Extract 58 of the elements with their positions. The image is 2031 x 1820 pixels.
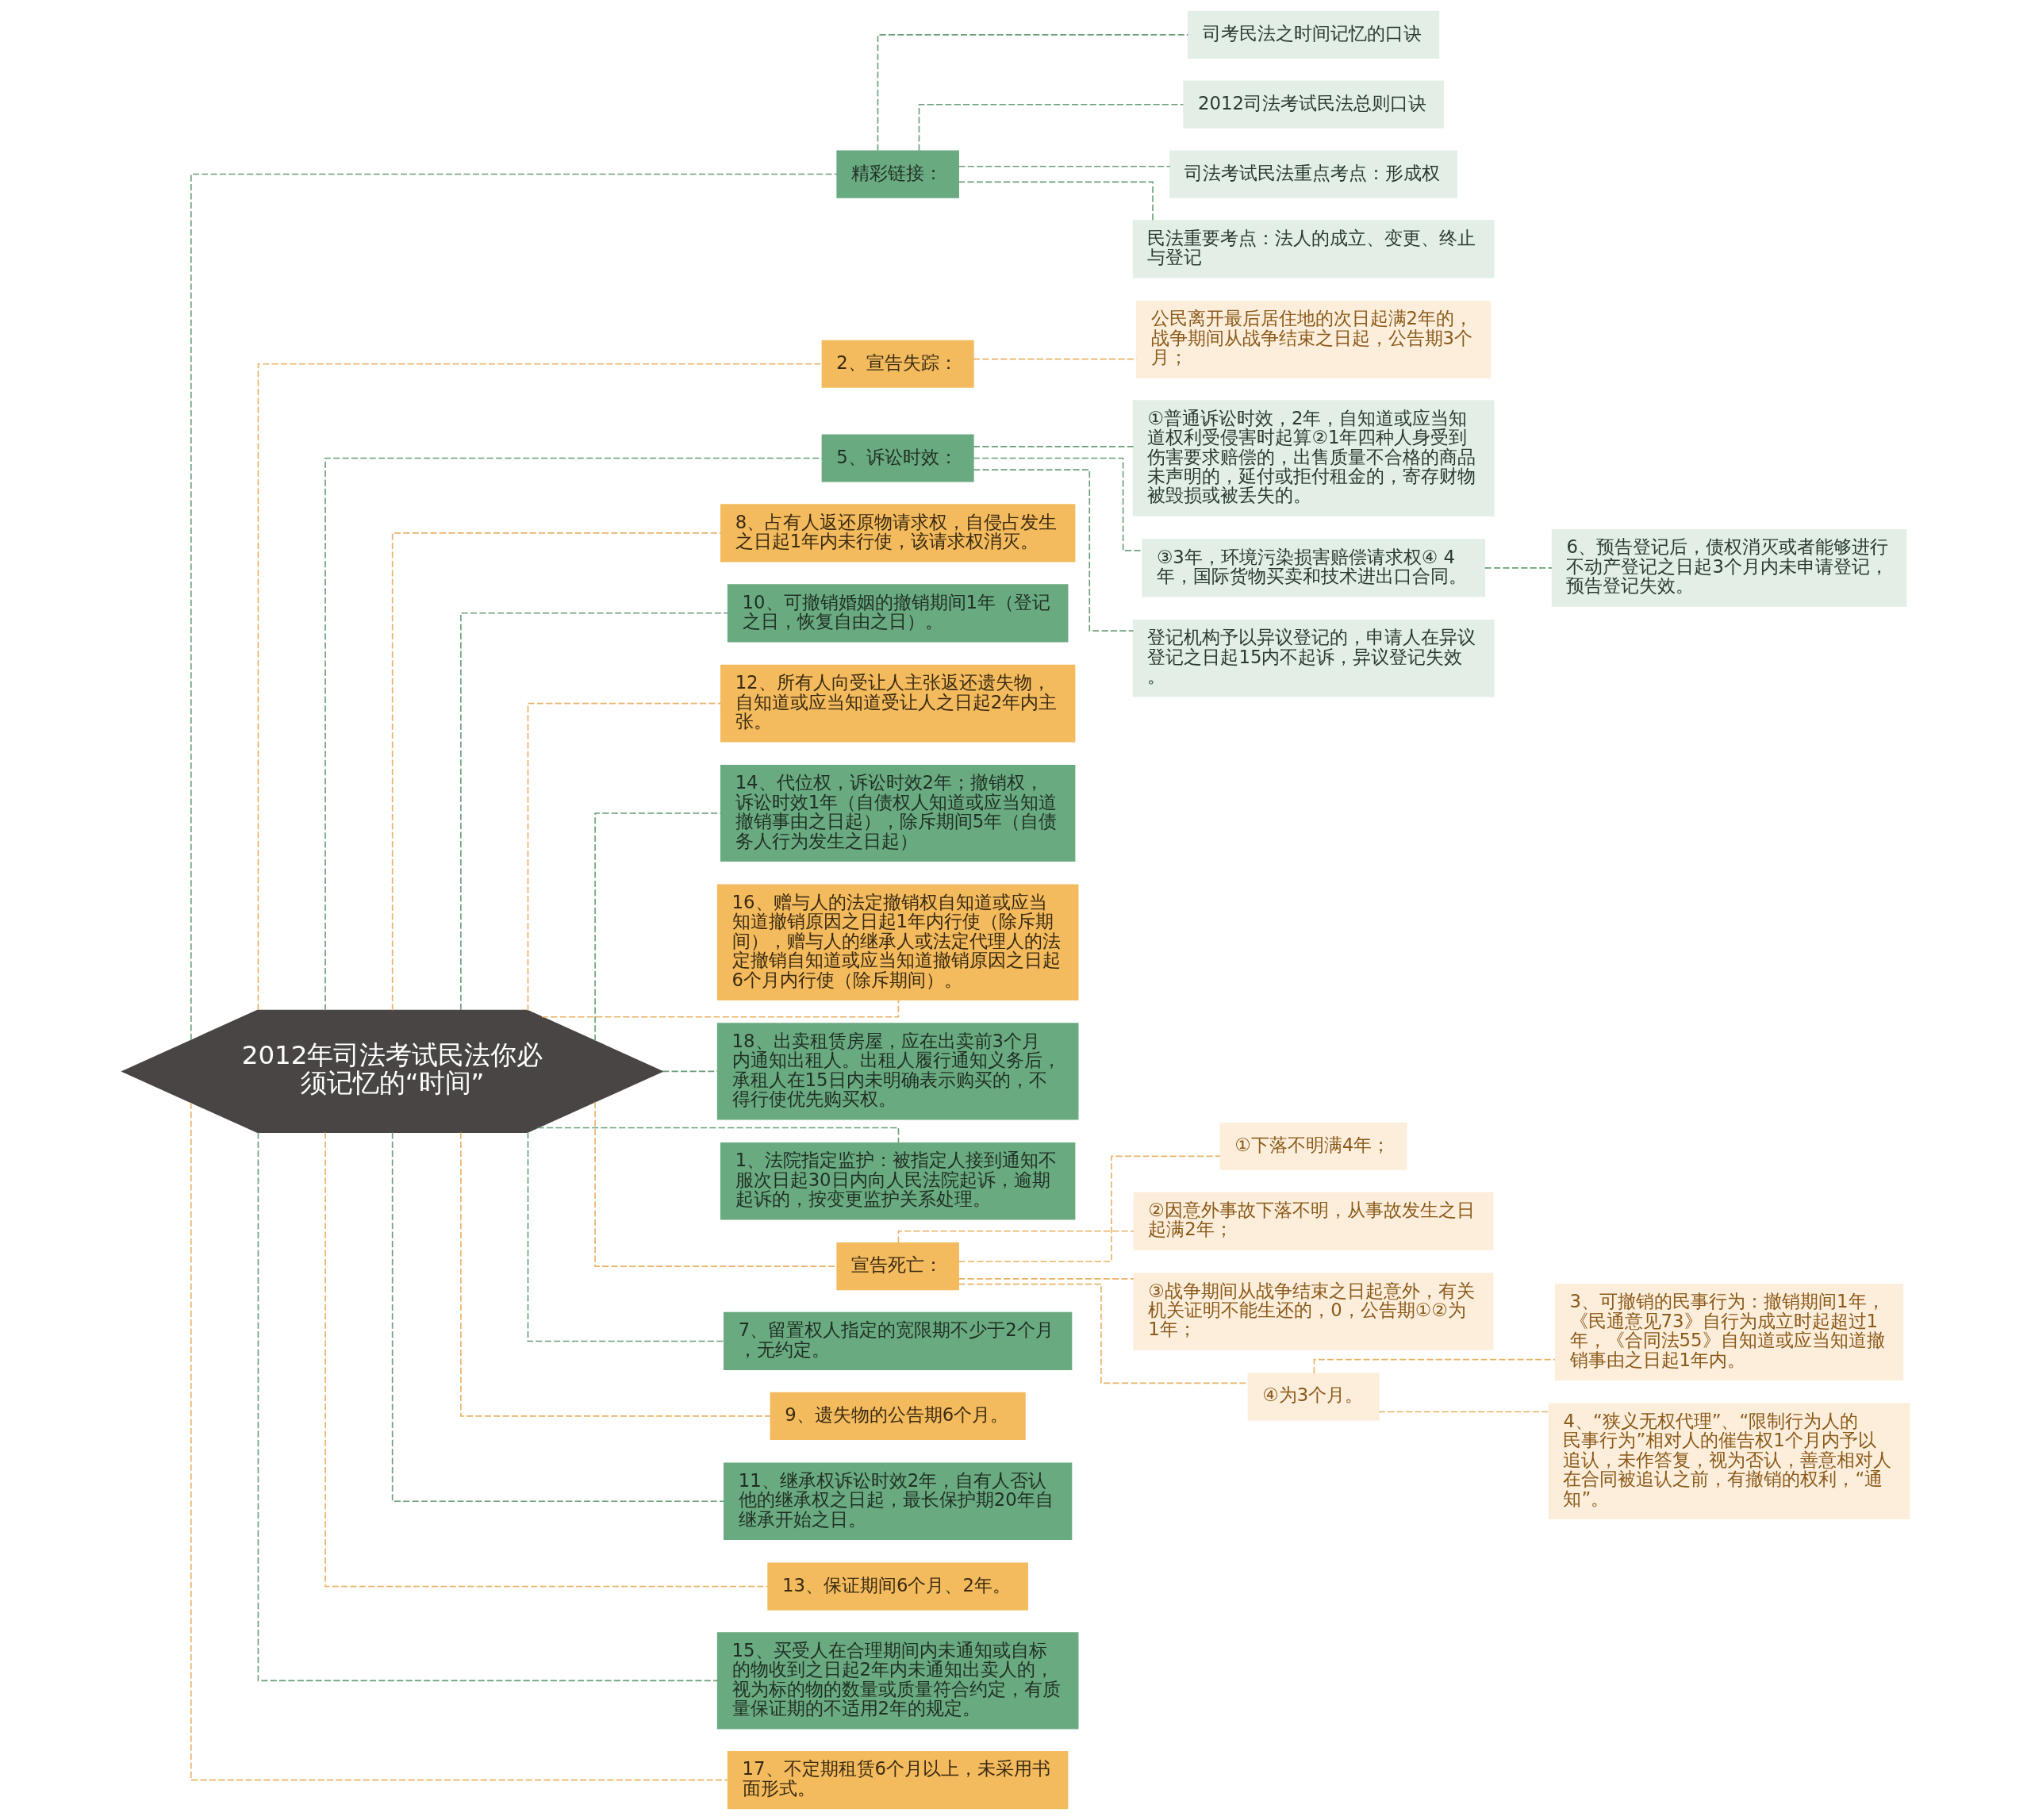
connector — [257, 363, 823, 1011]
node-box: 5、诉讼时效： — [821, 434, 974, 482]
connector — [527, 702, 721, 1012]
connector — [957, 181, 1154, 221]
node-box: 宣告死亡： — [835, 1242, 959, 1291]
node-box: 精彩链接： — [835, 150, 959, 198]
connector — [257, 1131, 718, 1682]
node-box: 登记机构予以异议登记的，申请人在异议登记之日起15内不起诉，异议登记失效。 — [1132, 619, 1494, 697]
connector — [391, 532, 721, 1012]
node-box: 15、买受人在合理期间内未通知或自标的物收到之日起2年内未通知出卖人的，视为标的物的数量或质量符合约定，有质量保证期的不适用2年的规定。 — [716, 1632, 1078, 1730]
connector — [958, 1278, 1135, 1280]
connector — [661, 1070, 718, 1073]
connector — [391, 1131, 724, 1503]
node-box: 司考民法之时间记忆的口诀 — [1187, 10, 1439, 59]
connector — [1484, 567, 1553, 569]
node-box: 14、代位权，诉讼时效2年；撤销权，诉讼时效1年（自债权人知道或应当知道撤销事由之日起），除斥期间5年（自债务人行为发生之日起） — [720, 764, 1075, 862]
node-box: 1、法院指定监护：被指定人接到通知不服次日起30日内向人民法院起诉，逾期起诉的，按变更监护关系处理。 — [720, 1142, 1075, 1220]
node-box: ②因意外事故下落不明，从事故发生之日起满2年； — [1133, 1192, 1494, 1250]
node-box: 公民离开最后居住地的次日起满2年的，战争期间从战争结束之日起，公告期3个月； — [1135, 301, 1491, 378]
node-box: ④为3个月。 — [1247, 1373, 1380, 1421]
connector — [972, 469, 1134, 632]
node-box: 2012司法考试民法总则口诀 — [1182, 80, 1444, 129]
node-box: 8、占有人返还原物请求权，自侵占发生之日起1年内未行使，该请求权消灭。 — [720, 504, 1075, 563]
connector — [527, 1131, 724, 1342]
connector — [958, 1155, 1221, 1262]
connector — [877, 34, 1188, 152]
node-box: ①普通诉讼时效，2年，自知道或应当知道权利受侵害时起算②1年四种人身受到伤害要求赔偿的，出售质量不合格的商品未声明的，延付或拒付租金的，寄存财物被毁损或被丢失的。 — [1132, 400, 1494, 516]
connector — [593, 812, 721, 1042]
node-box: 10、可撤销婚姻的撤销期间1年（登记之日，恢复自由之日）。 — [727, 584, 1068, 643]
node-box: 9、遗失物的公告期6个月。 — [770, 1392, 1026, 1440]
node-box: 13、保证期间6个月、2年。 — [766, 1562, 1028, 1611]
node-box: ③3年，环境污染损害赔偿请求权④ 4年，国际货物买卖和技术进出口合同。 — [1141, 539, 1485, 597]
connector — [897, 1230, 1135, 1244]
node-box: ①下落不明满4年； — [1219, 1122, 1407, 1170]
node-box: 18、出卖租赁房屋，应在出卖前3个月内通知出租人。出租人履行通知义务后，承租人在15日内未明确表示购买的，不得行使优先购买权。 — [716, 1023, 1078, 1120]
connector — [459, 612, 728, 1011]
node-box: 司法考试民法重点考点：形成权 — [1169, 150, 1457, 198]
node-box: 12、所有人向受让人主张返还遗失物，自知道或应当知道受让人之日起2年内主张。 — [720, 664, 1075, 743]
node-box: 4、“狭义无权代理”、“限制行为人的民事行为”相对人的催告权1个月内予以追认，未作答复，视为否认，善意相对人在合同被追认之前，有撤销的权利，“通知”。 — [1548, 1403, 1910, 1519]
connector — [972, 457, 1143, 551]
connector — [324, 1131, 769, 1588]
connector — [324, 457, 823, 1012]
connector — [190, 173, 838, 1041]
node-box: 3、可撤销的民事行为：撤销期间1年，《民通意见73》自行为成立时起超过1年，《合同法55》自知道或应当知道撤销事由之日起1年内。 — [1554, 1284, 1903, 1381]
node-box: 6、预告登记后，债权消灭或者能够进行不动产登记之日起3个月内未申请登记，预告登记失效。 — [1551, 529, 1906, 607]
node-box: 民法重要考点：法人的成立、变更、终止与登记 — [1132, 220, 1494, 278]
connector — [972, 446, 1134, 447]
connector — [918, 103, 1184, 152]
node-box: 17、不定期租赁6个月以上，未采用书面形式。 — [727, 1751, 1068, 1810]
node-box: 7、留置权人指定的宽限期不少于2个月，无约定。 — [723, 1311, 1072, 1371]
connector — [958, 165, 1171, 167]
node-box: ③战争期间从战争结束之日起意外，有关机关证明不能生还的，0，公告期①②为1年； — [1133, 1273, 1494, 1350]
connector — [459, 1131, 771, 1417]
node-box: 16、赠与人的法定撤销权自知道或应当知道撤销原因之日起1年内行使（除斥期间），赠与人的继承人或法定代理人的法定撤销自知道或应当知道撤销原因之日起6个月内行使（除斥期间）。 — [716, 884, 1078, 1000]
node-box: 2、宣告失踪： — [821, 340, 974, 388]
connector — [1377, 1411, 1549, 1413]
connector — [190, 1102, 728, 1781]
node-box: 11、继承权诉讼时效2年，自有人否认他的继承权之日起，最长保护期20年自继承开始之日。 — [723, 1462, 1072, 1541]
